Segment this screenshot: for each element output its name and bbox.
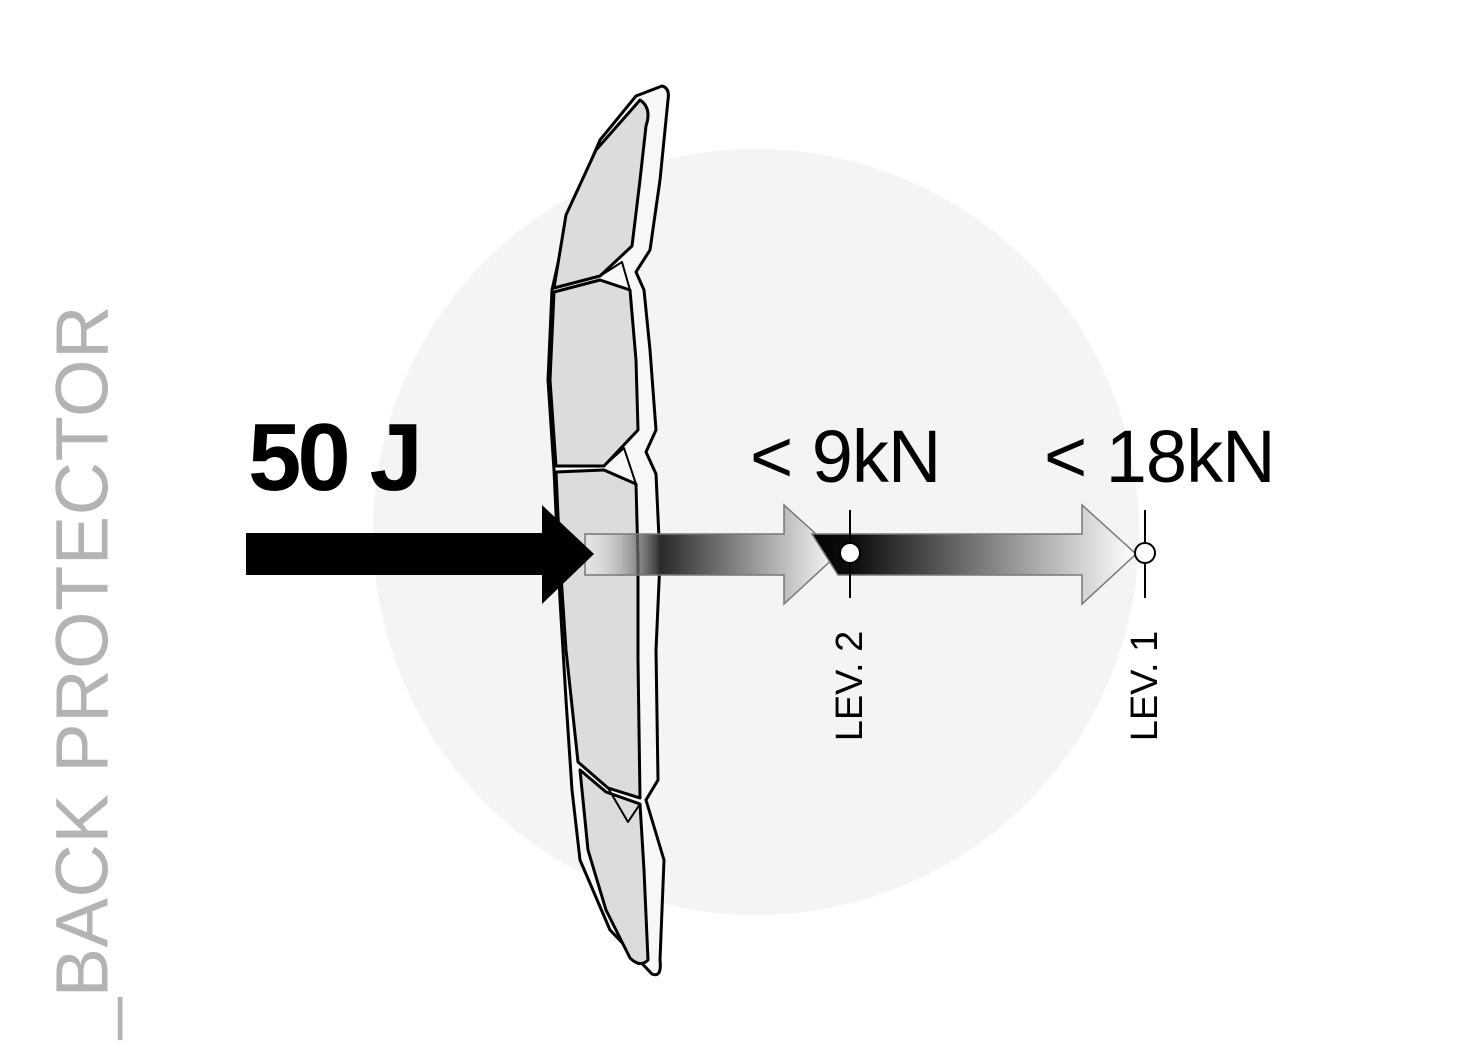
force-arrow-level-2 <box>584 503 840 606</box>
threshold-force-label-level-2: < 9kN <box>750 415 941 498</box>
level-1-label: LEV. 1 <box>1124 630 1166 742</box>
force-arrow-level-1 <box>810 503 1138 606</box>
back-protector-title: _BACK PROTECTOR <box>40 305 124 1039</box>
threshold-force-label-level-1: < 18kN <box>1044 415 1276 498</box>
background-circle <box>373 149 1139 915</box>
level-1-marker <box>1134 510 1156 598</box>
impact-arrow <box>246 505 594 604</box>
level-2-marker <box>839 510 861 598</box>
level-2-label: LEV. 2 <box>829 630 871 742</box>
impact-energy-label: 50 J <box>248 404 423 511</box>
